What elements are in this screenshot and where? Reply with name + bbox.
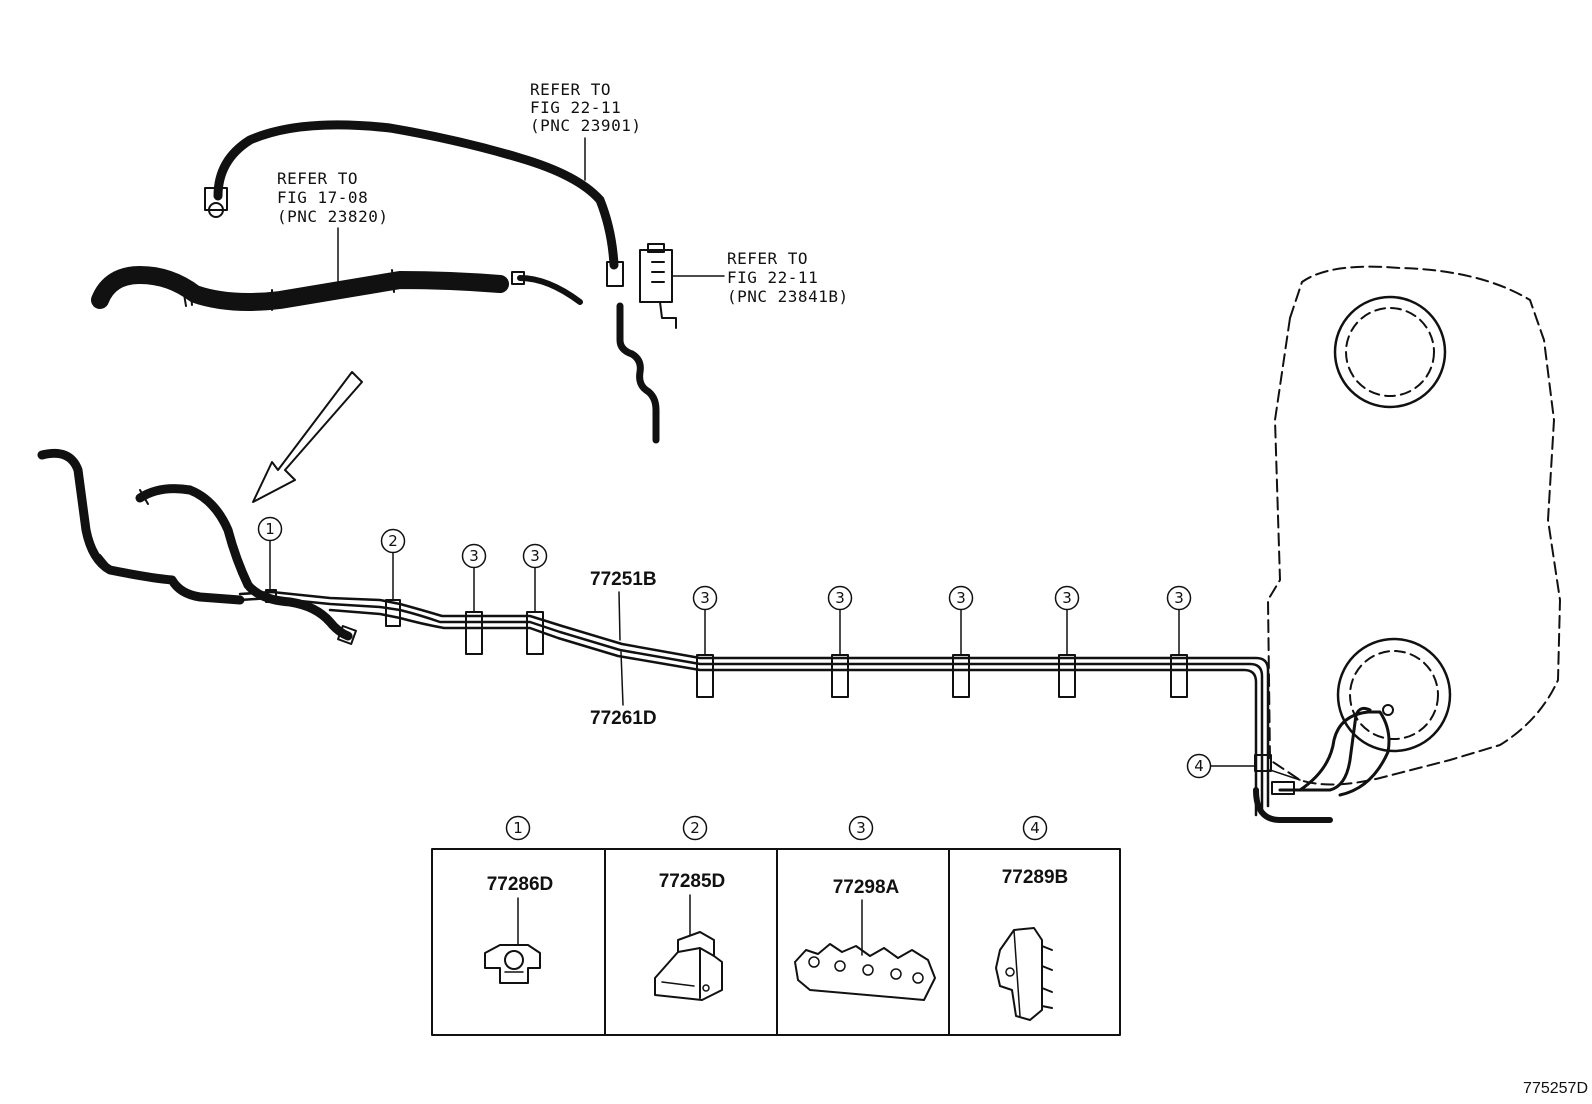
tube-part-upper: 77251B [590, 569, 657, 590]
legend-part-3: 77298A [833, 877, 900, 898]
fuel-tank-outline [1267, 265, 1561, 786]
legend-col-2-number: 2 [690, 819, 700, 837]
clamp-1-on-tube [265, 589, 277, 603]
callout-3-number: 3 [530, 547, 540, 565]
refer-note-b-line3: (PNC 23820) [277, 207, 388, 226]
legend-col-3-number: 3 [856, 819, 866, 837]
vacuum-switching-valve [639, 243, 725, 329]
callout-2: 2 [380, 528, 406, 601]
refer-note-a-line2: FIG 22-11 [530, 98, 621, 117]
refer-note-c-line2: FIG 22-11 [727, 268, 818, 287]
callout-1: 1 [257, 516, 283, 591]
vsv-wire [616, 302, 660, 444]
legend-col-4-number: 4 [1030, 819, 1040, 837]
callout-3-number: 3 [469, 547, 479, 565]
refer-note-b-line2: FIG 17-08 [277, 188, 368, 207]
legend-col-1-header: 1 [505, 815, 531, 841]
refer-note-a-line1: REFER TO [530, 80, 611, 99]
callout-3-number: 3 [956, 589, 966, 607]
legend-col-2-header: 2 [682, 815, 708, 841]
front-filler-tube [37, 448, 357, 645]
fuel-tube-bundle [238, 590, 1394, 823]
evap-hose-middle [91, 266, 583, 311]
clamp-4-on-tube [1254, 754, 1272, 772]
evap-hose-upper [204, 120, 624, 287]
refer-note-b-line1: REFER TO [277, 169, 358, 188]
callout-3-group: 3 3 3 3 3 3 3 [461, 543, 1192, 656]
legend-part-2: 77285D [659, 871, 726, 892]
legend-part-1: 77286D [487, 874, 554, 895]
callout-2-number: 2 [388, 532, 398, 550]
figure-id: 775257D [1523, 1080, 1588, 1097]
angled-clip-icon [995, 927, 1053, 1021]
tube-part-labels: 77251B 77261D [590, 569, 657, 729]
multi-tube-clamp-icon [794, 899, 936, 1001]
refer-note-c-line3: (PNC 23841B) [727, 287, 849, 306]
refer-note-b: REFER TO FIG 17-08 (PNC 23820) [277, 169, 388, 283]
clamp-3-on-tube [465, 611, 1188, 698]
refer-note-a-line3: (PNC 23901) [530, 116, 641, 135]
view-arrow [252, 371, 363, 503]
clamp-clip-icon [484, 897, 541, 984]
callout-3-number: 3 [1062, 589, 1072, 607]
refer-note-c-line1: REFER TO [727, 249, 808, 268]
legend-col-1-number: 1 [513, 819, 523, 837]
callout-4: 4 [1186, 753, 1256, 779]
callout-3-number: 3 [700, 589, 710, 607]
legend-part-4: 77289B [1002, 867, 1069, 888]
legend-col-4-header: 4 [1022, 815, 1048, 841]
legend-table: 1 2 3 4 77286D 77285D 77298A 77289B [431, 815, 1121, 1036]
refer-note-c: REFER TO FIG 22-11 (PNC 23841B) [727, 249, 849, 306]
callout-1-number: 1 [265, 520, 275, 538]
callout-4-number: 4 [1194, 757, 1204, 775]
legend-col-3-header: 3 [848, 815, 874, 841]
callout-3-number: 3 [1174, 589, 1184, 607]
tube-part-lower: 77261D [590, 708, 657, 729]
bracket-clip-icon [654, 894, 723, 1001]
refer-note-a: REFER TO FIG 22-11 (PNC 23901) [530, 80, 641, 181]
callout-3-number: 3 [835, 589, 845, 607]
